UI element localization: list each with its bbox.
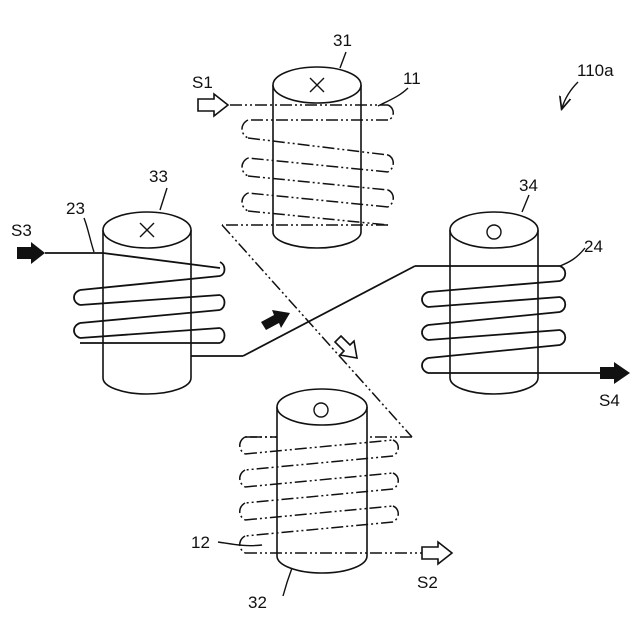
label-12: 12 [191, 533, 210, 552]
leader-33 [160, 188, 167, 210]
s3-arrow-icon [17, 242, 45, 264]
label-33: 33 [149, 167, 168, 186]
s2-arrow-icon [422, 542, 452, 564]
s4-arrow-icon [600, 362, 630, 384]
label-24: 24 [584, 237, 603, 256]
label-110a: 110a [577, 61, 614, 80]
s1-arrow-icon [198, 94, 228, 116]
leader-24 [560, 248, 585, 266]
diag-hollow-arrow-icon [335, 336, 357, 358]
label-23: 23 [66, 199, 85, 218]
leader-34 [522, 195, 529, 212]
label-s4: S4 [599, 391, 620, 410]
leader-32 [283, 568, 292, 596]
label-s3: S3 [11, 221, 32, 240]
diag-filled-arrow-icon [261, 310, 290, 330]
core-32 [277, 389, 367, 573]
leader-11 [378, 88, 408, 106]
label-32: 32 [248, 593, 267, 612]
leader-23 [84, 218, 94, 252]
core-34 [450, 212, 538, 394]
label-11: 11 [403, 69, 421, 88]
leader-31 [340, 52, 346, 68]
label-34: 34 [519, 176, 538, 195]
label-31: 31 [333, 31, 352, 50]
label-s2: S2 [417, 573, 438, 592]
label-s1: S1 [192, 73, 213, 92]
leader-110a [562, 82, 578, 108]
